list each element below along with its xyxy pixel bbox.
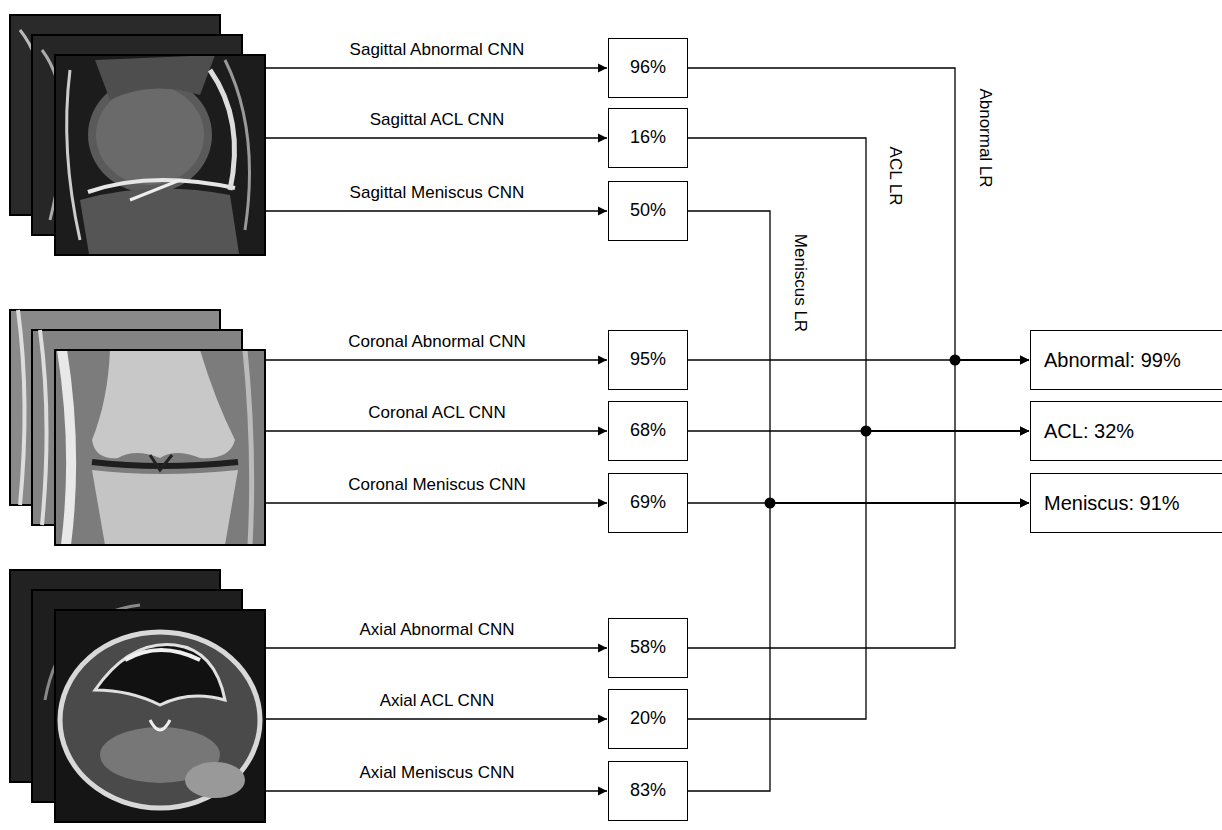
connector (688, 211, 1029, 503)
box-text: 68% (630, 420, 666, 442)
lr-label: ACL LR (885, 145, 905, 208)
image-arrow (265, 647, 607, 648)
mri-detail (96, 85, 204, 185)
mri-detail (92, 470, 238, 545)
mri-frame (55, 610, 265, 822)
cnn-label: Sagittal ACL CNN (368, 110, 506, 130)
mri-detail (62, 350, 252, 545)
box-text: 16% (630, 127, 666, 149)
mri-detail (225, 60, 250, 230)
cnn-label: Coronal ACL CNN (366, 403, 507, 423)
cnn-label: Coronal Meniscus CNN (346, 475, 528, 495)
box-text: 20% (630, 708, 666, 730)
mri-detail (150, 455, 172, 470)
cnn-label: Axial ACL CNN (378, 691, 497, 711)
output-box: Meniscus: 91% (1030, 473, 1222, 533)
image-arrow (265, 67, 607, 68)
image-arrow (265, 790, 607, 791)
image-arrow (265, 137, 607, 138)
mri-detail (95, 55, 215, 100)
mri-detail (60, 632, 260, 808)
junction-dots (765, 355, 961, 509)
mri-detail (18, 310, 25, 505)
image-arrow (265, 502, 607, 503)
cnn-label: Axial Meniscus CNN (358, 763, 517, 783)
probability-box: 20% (608, 689, 688, 749)
mri-detail (62, 350, 71, 545)
mri-detail (95, 645, 225, 705)
probability-box: 83% (608, 761, 688, 821)
mri-detail (245, 350, 252, 545)
probability-box: 16% (608, 108, 688, 168)
mri-detail (185, 762, 245, 798)
box-text: 83% (630, 780, 666, 802)
connectors (688, 68, 1029, 791)
box-text: 69% (630, 492, 666, 514)
mri-detail (88, 77, 212, 193)
box-text: Abnormal: 99% (1044, 348, 1181, 372)
box-text: Meniscus: 91% (1044, 491, 1180, 515)
mri-detail (150, 720, 170, 730)
output-box: Abnormal: 99% (1030, 330, 1222, 390)
junction-dot (765, 498, 776, 509)
lr-label: Abnormal LR (975, 86, 995, 189)
mri-detail (125, 650, 200, 660)
box-text: ACL: 32% (1044, 419, 1134, 443)
image-arrow (265, 210, 607, 211)
box-text: 95% (630, 349, 666, 371)
probability-box: 50% (608, 181, 688, 241)
cnn-label: Sagittal Meniscus CNN (348, 183, 527, 203)
mri-detail (67, 55, 250, 255)
connector (688, 360, 1029, 648)
junction-dot (950, 355, 961, 366)
cnn-label: Sagittal Abnormal CNN (348, 40, 527, 60)
cnn-label: Coronal Abnormal CNN (346, 332, 528, 352)
box-text: 96% (630, 57, 666, 79)
mri-detail (210, 70, 235, 190)
mri-detail (130, 180, 180, 200)
connector (688, 68, 1029, 360)
image-arrow (265, 718, 607, 719)
image-arrow (265, 359, 607, 360)
image-arrow (265, 430, 607, 431)
cnn-label: Axial Abnormal CNN (358, 620, 517, 640)
connector (688, 431, 1029, 719)
box-text: 58% (630, 637, 666, 659)
mri-detail (80, 189, 240, 255)
probability-box: 68% (608, 401, 688, 461)
connector (688, 503, 1029, 791)
probability-box: 58% (608, 618, 688, 678)
coronal-stack (10, 310, 265, 545)
axial-stack (10, 570, 265, 822)
lr-label: Meniscus LR (790, 232, 810, 334)
box-text: 50% (630, 200, 666, 222)
mri-frame (55, 350, 265, 545)
mri-frame (55, 55, 265, 255)
probability-box: 95% (608, 330, 688, 390)
mri-detail (40, 330, 47, 525)
output-box: ACL: 32% (1030, 401, 1222, 461)
image-arrows (265, 68, 607, 791)
mri-slice (55, 610, 265, 822)
mri-detail (92, 350, 235, 458)
sagittal-stack (10, 15, 265, 260)
mri-detail (67, 70, 80, 240)
mri-slice (55, 350, 265, 545)
probability-box: 69% (608, 473, 688, 533)
junction-dot (861, 426, 872, 437)
mri-detail (60, 632, 260, 808)
probability-box: 96% (608, 38, 688, 98)
